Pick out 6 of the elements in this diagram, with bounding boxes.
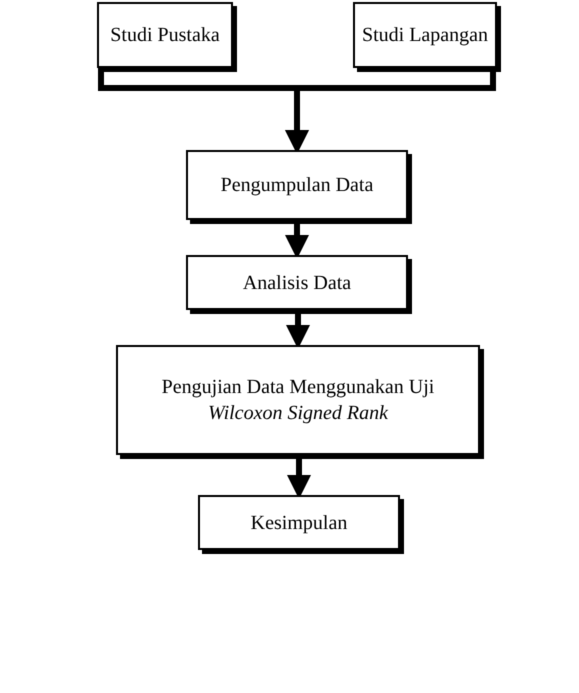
box-label: Pengujian Data Menggunakan Uji Wilcoxon Signed Rank: [160, 375, 436, 426]
box-label: Studi Lapangan: [362, 23, 488, 48]
box-label: Pengumpulan Data: [220, 173, 374, 198]
box-label: Studi Pustaka: [110, 23, 220, 48]
box-label: Analisis Data: [242, 270, 352, 296]
box-label: Kesimpulan: [250, 510, 348, 536]
